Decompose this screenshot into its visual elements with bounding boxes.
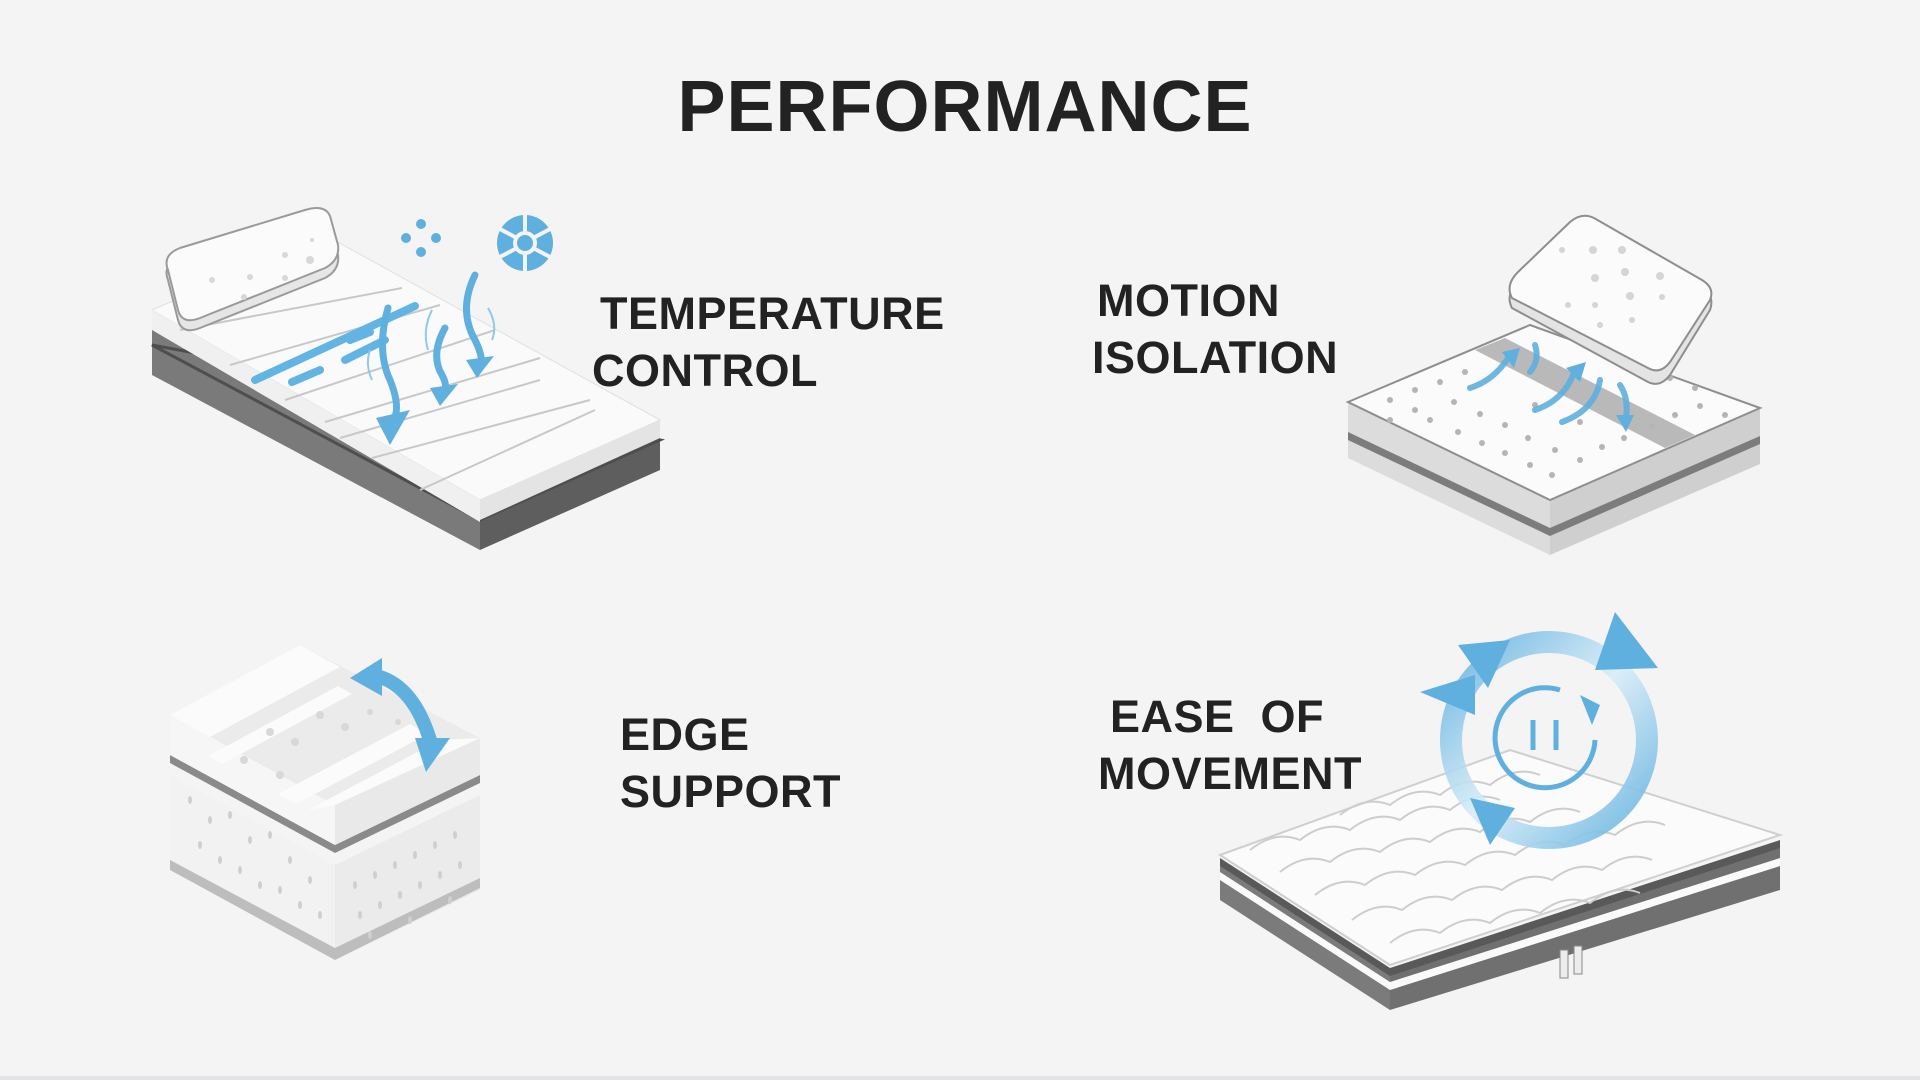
pillow-icon	[165, 207, 340, 332]
rotation-arrows-icon	[1420, 612, 1658, 849]
dots-icon	[401, 219, 441, 257]
ease-of-movement-label: EASE OF MOVEMENT	[1098, 691, 1363, 799]
motion-isolation-illustration	[1345, 214, 1763, 555]
edge-support-illustration	[170, 645, 480, 960]
snowflake-wheel-icon	[497, 213, 553, 273]
bottom-edge	[0, 1076, 1920, 1080]
ease-of-movement-illustration	[1217, 612, 1784, 1010]
motion-isolation-label: MOTION ISOLATION	[1092, 275, 1339, 383]
temperature-control-illustration	[150, 207, 666, 550]
page-title: PERFORMANCE	[677, 67, 1253, 147]
edge-support-label: EDGE SUPPORT	[620, 709, 842, 817]
pillow-icon	[1508, 214, 1713, 385]
curved-double-arrow-icon	[350, 658, 450, 772]
cycle-icon	[1492, 685, 1598, 791]
temperature-control-label: TEMPERATURE CONTROL	[592, 288, 945, 396]
mattress-handle-icon	[1559, 945, 1583, 979]
